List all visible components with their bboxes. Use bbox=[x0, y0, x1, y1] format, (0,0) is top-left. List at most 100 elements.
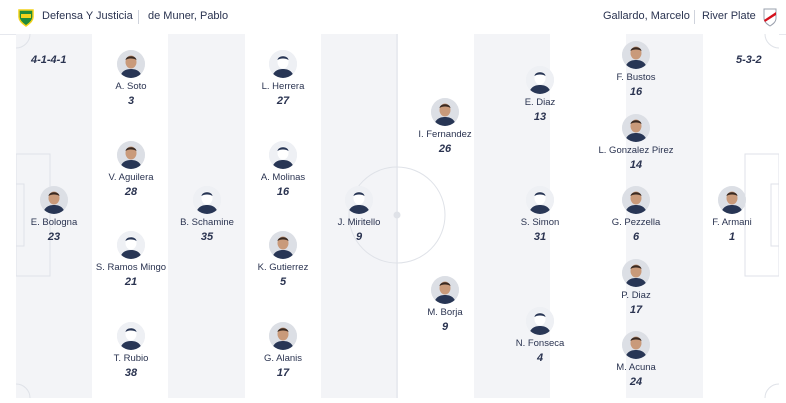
away-team-crest-icon[interactable] bbox=[760, 7, 780, 27]
player-number: 1 bbox=[728, 231, 736, 243]
player-name[interactable]: M. Borja bbox=[427, 307, 463, 318]
player-name[interactable]: E. Diaz bbox=[524, 97, 556, 108]
home-player-card[interactable]: S. Ramos Mingo 21 bbox=[83, 231, 179, 289]
player-number: 16 bbox=[276, 186, 290, 198]
player-name[interactable]: V. Aguilera bbox=[108, 172, 154, 183]
player-number: 14 bbox=[629, 159, 643, 171]
player-name[interactable]: S. Simon bbox=[520, 217, 560, 228]
home-player-card[interactable]: B. Schamine 35 bbox=[159, 186, 255, 244]
player-name[interactable]: L. Herrera bbox=[261, 81, 305, 92]
player-name[interactable]: S. Ramos Mingo bbox=[95, 262, 167, 273]
home-player-card[interactable]: V. Aguilera 28 bbox=[83, 141, 179, 199]
player-name[interactable]: A. Soto bbox=[115, 81, 147, 92]
player-number: 28 bbox=[124, 186, 138, 198]
player-photo[interactable] bbox=[622, 331, 650, 359]
away-player-card[interactable]: E. Diaz 13 bbox=[492, 66, 588, 124]
home-player-card[interactable]: T. Rubio 38 bbox=[83, 322, 179, 380]
away-player-card[interactable]: F. Armani 1 bbox=[684, 186, 779, 244]
player-number: 3 bbox=[127, 95, 135, 107]
away-player-card[interactable]: L. Gonzalez Pirez 14 bbox=[588, 114, 684, 172]
player-name[interactable]: M. Acuna bbox=[616, 362, 656, 373]
home-team-crest-icon[interactable] bbox=[16, 7, 36, 27]
player-name[interactable]: E. Bologna bbox=[30, 217, 78, 228]
home-player-card[interactable]: J. Miritello 9 bbox=[311, 186, 407, 244]
lineup-header: Defensa Y Justicia de Muner, Pablo Galla… bbox=[0, 0, 786, 35]
player-name[interactable]: N. Fonseca bbox=[515, 338, 565, 349]
away-player-card[interactable]: M. Acuna 24 bbox=[588, 331, 684, 389]
away-player-card[interactable]: P. Diaz 17 bbox=[588, 259, 684, 317]
away-player-card[interactable]: S. Simon 31 bbox=[492, 186, 588, 244]
player-photo[interactable] bbox=[431, 98, 459, 126]
player-number: 9 bbox=[441, 321, 449, 333]
player-placeholder-icon[interactable] bbox=[117, 231, 145, 259]
away-coach-name: Gallardo, Marcelo bbox=[603, 10, 690, 22]
player-number: 9 bbox=[355, 231, 363, 243]
home-formation: 4-1-4-1 bbox=[31, 54, 67, 66]
player-photo[interactable] bbox=[718, 186, 746, 214]
player-number: 24 bbox=[629, 376, 643, 388]
player-photo[interactable] bbox=[40, 186, 68, 214]
player-name[interactable]: A. Molinas bbox=[260, 172, 306, 183]
player-name[interactable]: J. Miritello bbox=[337, 217, 381, 228]
player-number: 23 bbox=[47, 231, 61, 243]
pitch-markings bbox=[16, 34, 779, 398]
player-placeholder-icon[interactable] bbox=[269, 141, 297, 169]
player-name[interactable]: P. Diaz bbox=[621, 290, 651, 301]
player-photo[interactable] bbox=[269, 231, 297, 259]
away-formation: 5-3-2 bbox=[736, 54, 762, 66]
away-player-card[interactable]: I. Fernandez 26 bbox=[397, 98, 493, 156]
player-photo[interactable] bbox=[622, 41, 650, 69]
player-placeholder-icon[interactable] bbox=[526, 66, 554, 94]
player-photo[interactable] bbox=[622, 114, 650, 142]
player-number: 21 bbox=[124, 276, 138, 288]
player-number: 38 bbox=[124, 367, 138, 379]
player-placeholder-icon[interactable] bbox=[526, 186, 554, 214]
player-number: 5 bbox=[279, 276, 287, 288]
player-placeholder-icon[interactable] bbox=[193, 186, 221, 214]
home-player-card[interactable]: E. Bologna 23 bbox=[16, 186, 102, 244]
player-number: 6 bbox=[632, 231, 640, 243]
player-name[interactable]: G. Alanis bbox=[263, 353, 303, 364]
player-number: 26 bbox=[438, 143, 452, 155]
player-placeholder-icon[interactable] bbox=[526, 307, 554, 335]
player-number: 17 bbox=[276, 367, 290, 379]
player-name[interactable]: T. Rubio bbox=[113, 353, 149, 364]
player-placeholder-icon[interactable] bbox=[269, 50, 297, 78]
pitch-stripe bbox=[703, 34, 779, 398]
away-team-name[interactable]: River Plate bbox=[702, 10, 756, 22]
away-player-card[interactable]: M. Borja 9 bbox=[397, 276, 493, 334]
player-number: 13 bbox=[533, 111, 547, 123]
away-player-card[interactable]: G. Pezzella 6 bbox=[588, 186, 684, 244]
player-name[interactable]: F. Bustos bbox=[616, 72, 656, 83]
player-photo[interactable] bbox=[622, 259, 650, 287]
player-photo[interactable] bbox=[269, 322, 297, 350]
player-photo[interactable] bbox=[622, 186, 650, 214]
player-photo[interactable] bbox=[117, 50, 145, 78]
player-number: 17 bbox=[629, 304, 643, 316]
header-divider bbox=[138, 10, 139, 24]
header-divider bbox=[694, 10, 695, 24]
home-player-card[interactable]: K. Gutierrez 5 bbox=[235, 231, 331, 289]
player-name[interactable]: K. Gutierrez bbox=[257, 262, 309, 273]
player-number: 4 bbox=[536, 352, 544, 364]
player-placeholder-icon[interactable] bbox=[117, 322, 145, 350]
player-name[interactable]: L. Gonzalez Pirez bbox=[598, 145, 674, 156]
player-photo[interactable] bbox=[117, 141, 145, 169]
player-name[interactable]: F. Armani bbox=[712, 217, 752, 228]
pitch-stripe bbox=[398, 34, 474, 398]
player-name[interactable]: G. Pezzella bbox=[611, 217, 661, 228]
player-number: 31 bbox=[533, 231, 547, 243]
home-player-card[interactable]: A. Soto 3 bbox=[83, 50, 179, 108]
player-name[interactable]: B. Schamine bbox=[180, 217, 234, 228]
home-team-name[interactable]: Defensa Y Justicia bbox=[42, 10, 133, 22]
player-photo[interactable] bbox=[431, 276, 459, 304]
player-placeholder-icon[interactable] bbox=[345, 186, 373, 214]
home-coach-name: de Muner, Pablo bbox=[148, 10, 229, 22]
home-player-card[interactable]: G. Alanis 17 bbox=[235, 322, 331, 380]
home-player-card[interactable]: A. Molinas 16 bbox=[235, 141, 331, 199]
player-number: 35 bbox=[200, 231, 214, 243]
player-name[interactable]: I. Fernandez bbox=[418, 129, 472, 140]
away-player-card[interactable]: N. Fonseca 4 bbox=[492, 307, 588, 365]
